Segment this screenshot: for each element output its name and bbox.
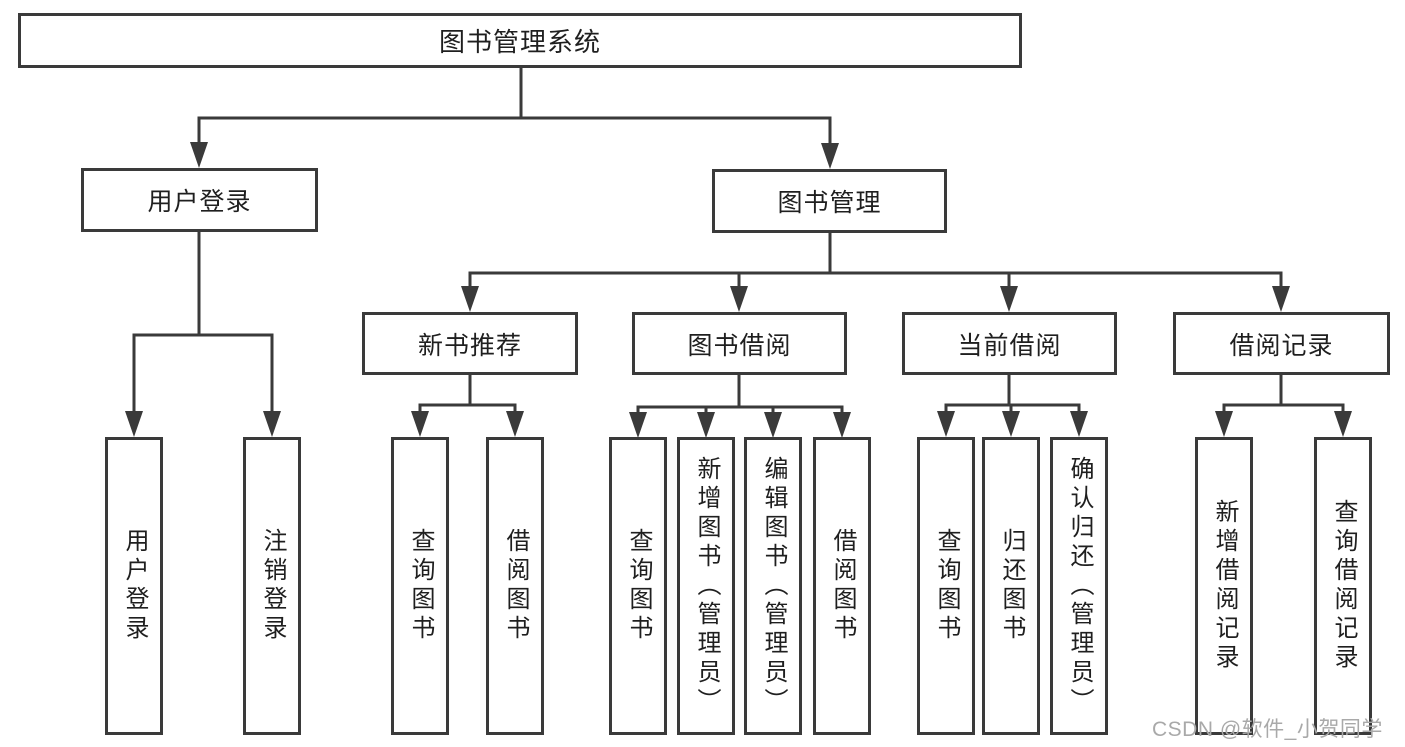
node-user-login: 用户登录	[81, 168, 318, 232]
node-current-borrow: 当前借阅	[902, 312, 1117, 375]
node-new-book-recommend: 新书推荐	[362, 312, 578, 375]
leaf-add-borrow-record: 新增借阅记录	[1195, 437, 1253, 735]
leaf-return-books: 归还图书	[982, 437, 1040, 735]
leaf-edit-books-admin: 编辑图书（管理员）	[744, 437, 802, 735]
leaf-logout: 注销登录	[243, 437, 301, 735]
node-borrow-records: 借阅记录	[1173, 312, 1390, 375]
leaf-confirm-return-admin: 确认归还（管理员）	[1050, 437, 1108, 735]
node-book-management: 图书管理	[712, 169, 947, 233]
leaf-query-books-current: 查询图书	[917, 437, 975, 735]
leaf-add-books-admin: 新增图书（管理员）	[677, 437, 735, 735]
leaf-query-borrow-record: 查询借阅记录	[1314, 437, 1372, 735]
watermark: CSDN @软件_小贺同学	[1152, 718, 1383, 741]
leaf-query-books-borrow: 查询图书	[609, 437, 667, 735]
node-book-borrow: 图书借阅	[632, 312, 847, 375]
leaf-user-login: 用户登录	[105, 437, 163, 735]
node-root: 图书管理系统	[18, 13, 1022, 68]
leaf-borrow-books: 借阅图书	[813, 437, 871, 735]
leaf-borrow-books-recommend: 借阅图书	[486, 437, 544, 735]
leaf-query-books-recommend: 查询图书	[391, 437, 449, 735]
